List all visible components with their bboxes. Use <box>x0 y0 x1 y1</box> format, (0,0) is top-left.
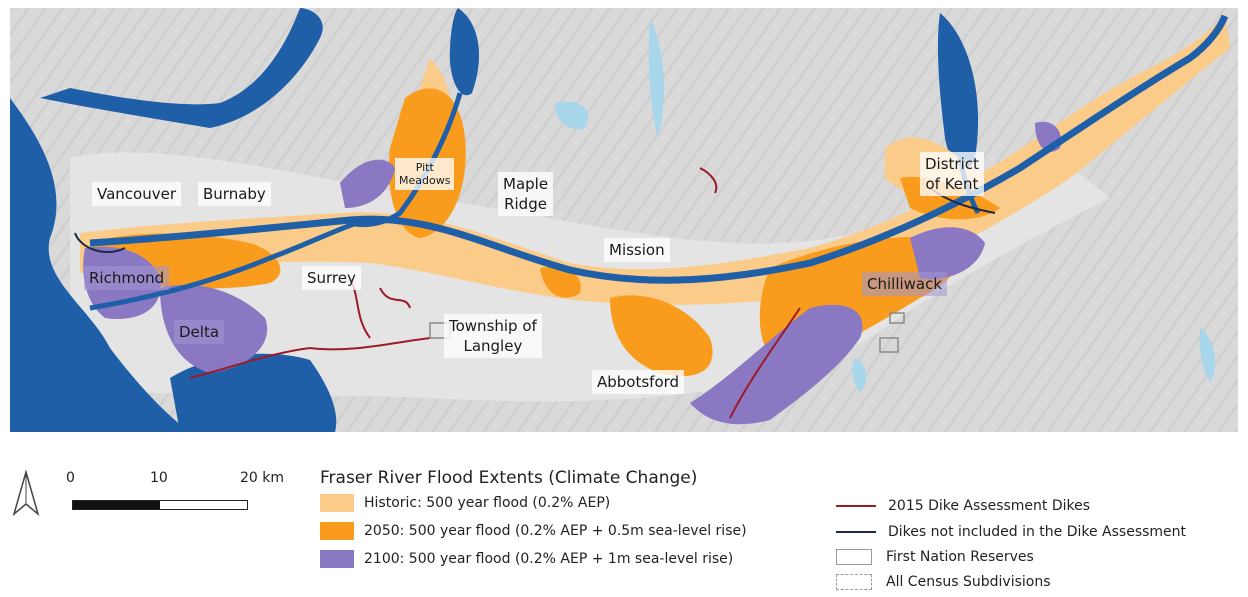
boundary-bay <box>170 353 337 432</box>
label-township-of-langley: Township of Langley <box>444 314 542 358</box>
legend-line-dike-assessed <box>836 497 876 515</box>
cultus-lake <box>852 358 867 393</box>
legend-label: 2050: 500 year flood (0.2% AEP + 0.5m se… <box>364 523 747 539</box>
legend-label: Historic: 500 year flood (0.2% AEP) <box>364 495 611 511</box>
legend-swatch-2050 <box>320 522 354 540</box>
ocean <box>10 98 190 432</box>
legend-label: Dikes not included in the Dike Assessmen… <box>888 524 1187 540</box>
flood-2100-pitt <box>340 159 395 208</box>
flood-2050-mission <box>540 266 581 298</box>
scale-tick-10: 10 <box>150 470 168 486</box>
alouette-lake <box>555 101 589 130</box>
label-maple-ridge: Maple Ridge <box>498 172 554 216</box>
pitt-lake <box>449 8 480 96</box>
label-mission: Mission <box>604 238 670 262</box>
reserve-box <box>889 312 905 324</box>
flood-map <box>10 8 1238 432</box>
east-lake <box>1199 328 1216 383</box>
legend-label: 2100: 500 year flood (0.2% AEP + 1m sea-… <box>364 551 734 567</box>
harrison-lake <box>937 13 979 169</box>
flood-2100-sumas <box>690 304 863 425</box>
legend-box-subdivisions <box>836 574 872 590</box>
label-abbotsford: Abbotsford <box>592 370 685 394</box>
legend-item-dike-assessed: 2015 Dike Assessment Dikes <box>836 497 1090 515</box>
label-district-of-kent: District of Kent <box>920 152 984 196</box>
label-richmond: Richmond <box>84 266 170 290</box>
legend-swatch-2100 <box>320 550 354 568</box>
label-delta: Delta <box>174 320 225 344</box>
legend-item-historic: Historic: 500 year flood (0.2% AEP) <box>320 494 610 512</box>
fraser-river <box>89 14 1229 284</box>
legend-item-dike-other: Dikes not included in the Dike Assessmen… <box>836 523 1186 541</box>
legend-line-dike-other <box>836 523 876 541</box>
legend-swatch-historic <box>320 494 354 512</box>
stave-lake <box>648 18 664 138</box>
flood-2050-abbotsford <box>610 295 713 377</box>
legend-item-2050: 2050: 500 year flood (0.2% AEP + 0.5m se… <box>320 522 747 540</box>
label-vancouver: Vancouver <box>92 182 181 206</box>
fraser-river-south-arm <box>89 219 361 311</box>
label-chilliwack: Chilliwack <box>862 272 948 296</box>
legend-label: All Census Subdivisions <box>886 574 1051 590</box>
label-pitt-meadows: Pitt Meadows <box>395 158 455 190</box>
burrard-inlet <box>40 8 323 128</box>
label-surrey: Surrey <box>302 266 361 290</box>
legend-item-2100: 2100: 500 year flood (0.2% AEP + 1m sea-… <box>320 550 733 568</box>
legend-title: Fraser River Flood Extents (Climate Chan… <box>320 468 698 488</box>
label-burnaby: Burnaby <box>198 182 271 206</box>
flood-2100-chilliwack <box>910 227 985 279</box>
legend-box-reserves <box>836 549 872 565</box>
legend-item-reserves: First Nation Reserves <box>836 549 1034 565</box>
legend-label: 2015 Dike Assessment Dikes <box>888 498 1091 514</box>
reserve-box <box>879 337 899 353</box>
scale-bar <box>72 500 248 510</box>
scale-tick-0: 0 <box>66 470 75 486</box>
scale-tick-20: 20 km <box>240 470 285 486</box>
legend-item-subdivisions: All Census Subdivisions <box>836 574 1051 590</box>
legend-label: First Nation Reserves <box>886 549 1034 565</box>
north-arrow-icon <box>12 470 40 517</box>
dike-assessed <box>189 167 801 419</box>
pitt-river <box>354 92 463 228</box>
